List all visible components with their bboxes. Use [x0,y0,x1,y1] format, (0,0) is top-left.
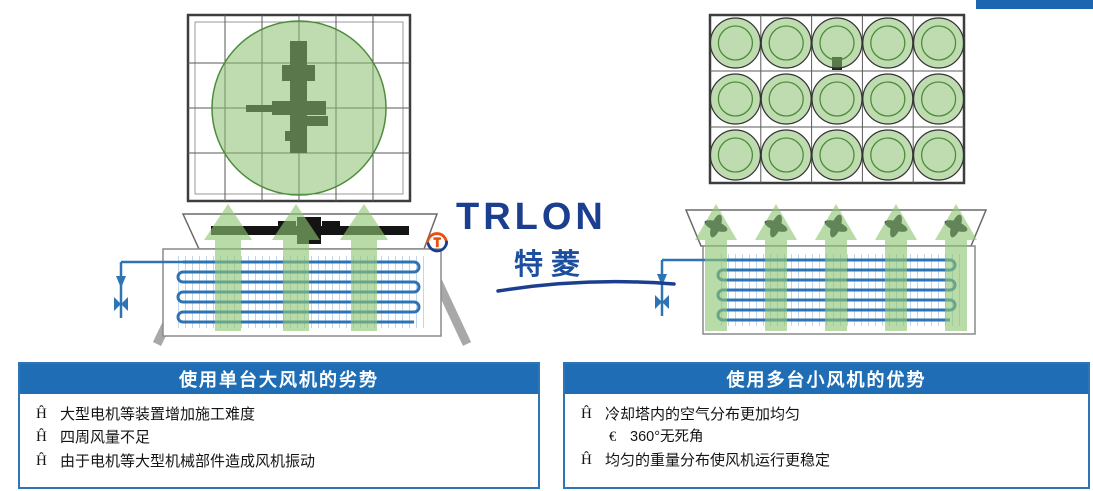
bullet-item: Ĥ 四周风量不足 [36,426,522,449]
airflow-arrows [695,204,977,331]
airflow-arrows [204,204,388,331]
brand-name: TRLON [456,196,607,238]
multi-fan-side-view-diagram [655,204,988,335]
bullet-item: Ĥ 大型电机等装置增加施工难度 [36,403,522,426]
inlet-pipe [119,260,183,318]
flow-arrow-icon [657,274,667,286]
bullet-text: 大型电机等装置增加施工难度 [60,406,256,423]
bullet-item: Ĥ 冷却塔内的空气分布更加均匀 [581,403,1072,426]
bullet-item: Ĥ 均匀的重量分布使风机运行更稳定 [581,449,1072,472]
single-fan-side-view-diagram [114,204,472,346]
bullet-text: 四周风量不足 [60,429,151,447]
single-fan-disadvantages-panel: 使用单台大风机的劣势 Ĥ 大型电机等装置增加施工难度 Ĥ 四周风量不足 Ĥ 由于… [18,362,540,489]
green-airflow-arrow-icon [875,204,917,331]
panel-body: Ĥ 大型电机等装置增加施工难度 Ĥ 四周风量不足 Ĥ 由于电机等大型机械部件造成… [20,394,538,479]
corner-accent-strip [976,0,1093,9]
bullet-marker-icon: Ĥ [36,452,47,469]
bullet-marker-icon: Ĥ [36,406,47,422]
large-fan-sweep-circle [211,20,387,196]
green-airflow-arrow-icon [755,204,797,331]
bullet-item: Ĥ 由于电机等大型机械部件造成风机振动 [36,450,522,473]
flow-arrow-icon [116,276,126,288]
valve-icon [114,297,128,311]
green-airflow-arrow-icon [815,204,857,331]
green-airflow-arrow-icon [935,204,977,331]
trlon-logo-mark-icon [426,232,449,253]
logo-underline-swoosh-icon [496,279,676,293]
multi-fan-top-view-diagram [708,13,966,185]
bullet-marker-icon: Ĥ [581,406,592,422]
bullet-text: 均匀的重量分布使风机运行更稳定 [605,451,831,469]
bullet-marker-icon: Ĥ [36,429,47,446]
bullet-text: 冷却塔内的空气分布更加均匀 [605,406,801,423]
multi-fan-advantages-panel: 使用多台小风机的优势 Ĥ 冷却塔内的空气分布更加均匀 € 360°无死角 Ĥ 均… [563,362,1090,489]
small-fan-circles [709,17,965,181]
bullet-item-sub: € 360°无死角 [581,426,1072,448]
panel-title: 使用单台大风机的劣势 [20,364,538,394]
bullet-marker-icon: Ĥ [581,451,592,468]
green-airflow-arrow-icon [695,204,737,331]
single-fan-top-view-diagram [186,13,412,203]
green-airflow-arrow-icon [272,204,320,331]
bullet-text: 由于电机等大型机械部件造成风机振动 [60,452,316,470]
green-airflow-arrow-icon [204,204,252,331]
panel-body: Ĥ 冷却塔内的空气分布更加均匀 € 360°无死角 Ĥ 均匀的重量分布使风机运行… [565,394,1088,478]
trlon-logo: TRLON 特菱 [424,196,676,301]
brand-name-chinese: 特菱 [514,248,589,281]
green-airflow-arrow-icon [340,204,388,331]
valve-icon [655,295,669,309]
panel-title: 使用多台小风机的优势 [565,364,1088,394]
bullet-marker-icon: € [609,429,617,446]
bullet-text: 360°无死角 [630,429,704,446]
